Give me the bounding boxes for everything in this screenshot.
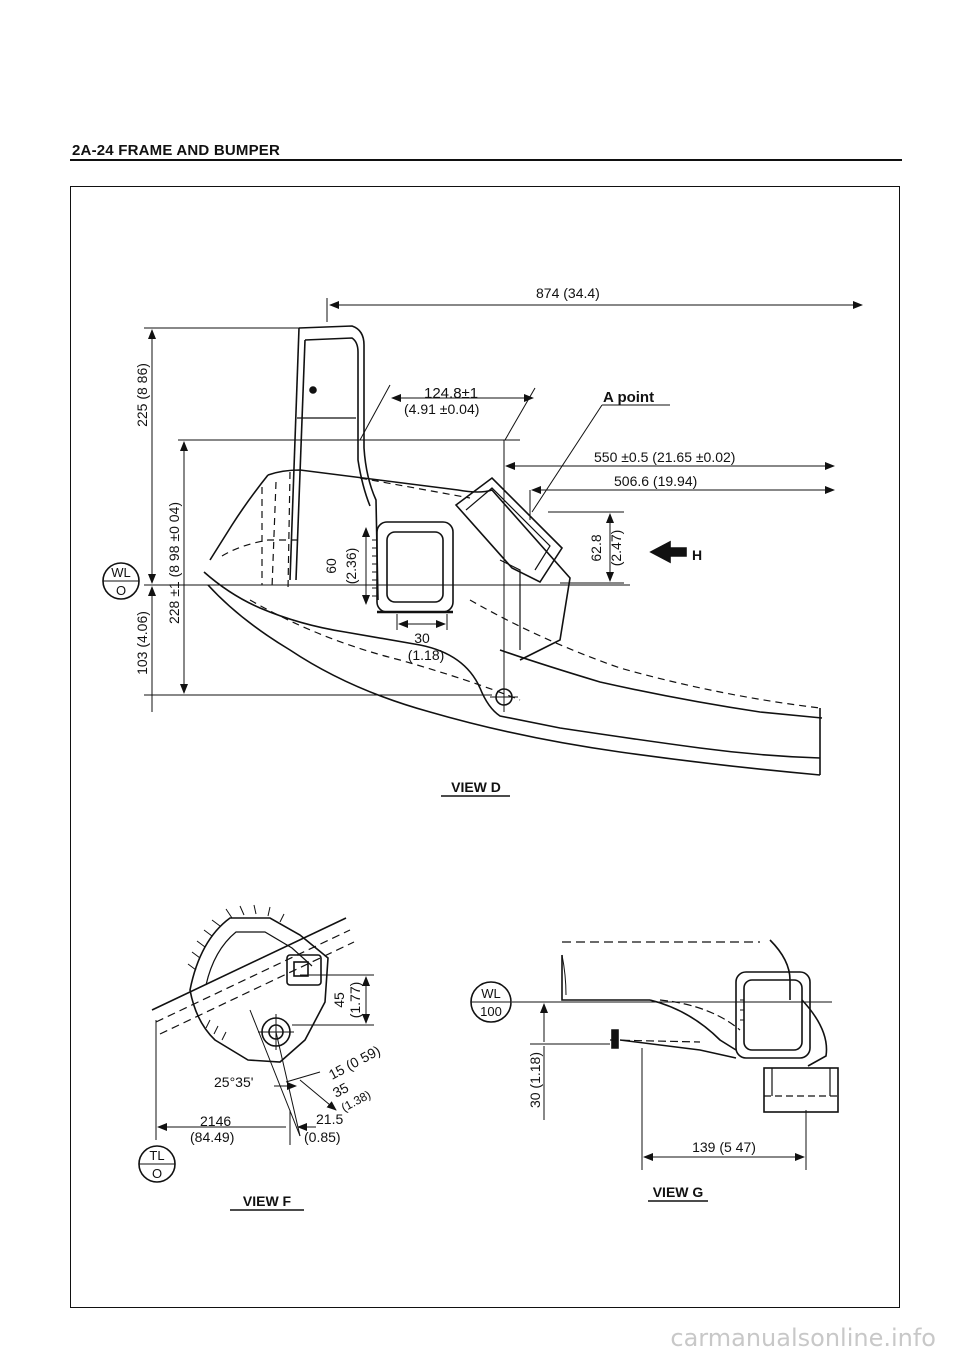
dim-2146: 2146: [200, 1113, 231, 1129]
dim-225: 225 (8 86): [134, 363, 150, 427]
wl-100-label-top: WL: [481, 986, 501, 1001]
header-rule: [70, 159, 902, 161]
dim-21-inches: (0.85): [304, 1129, 341, 1145]
dim-139: 139 (5 47): [692, 1139, 756, 1155]
tl-label-top: TL: [149, 1148, 164, 1163]
dim-506: 506.6 (19.94): [614, 473, 697, 489]
dim-550: 550 ±0.5 (21.65 ±0.02): [594, 449, 735, 465]
dim-45-inches: (1.77): [347, 982, 363, 1019]
dim-15: 15 (0 59): [326, 1042, 383, 1082]
wl-label-bottom: O: [116, 583, 126, 598]
dim-30-inches: (1.18): [408, 647, 445, 663]
dim-60: 60: [323, 558, 339, 574]
tl-label-bottom: O: [152, 1166, 162, 1181]
view-g: [470, 939, 839, 1202]
wl-label-top: WL: [111, 565, 131, 580]
view-g-labels: WL 100 30 (1.18) 139 (5 47) VIEW G: [480, 986, 756, 1200]
a-point-label: A point: [603, 389, 654, 406]
dim-60-inches: (2.36): [343, 548, 359, 585]
dim-2146-inches: (84.49): [190, 1129, 234, 1145]
dim-124: 124.8±1: [424, 385, 478, 402]
angle-label: 25°35': [214, 1074, 253, 1090]
dim-35: 35: [330, 1079, 351, 1101]
arrow-h-label: H: [692, 547, 702, 563]
page-header-title: 2A-24 FRAME AND BUMPER: [72, 142, 281, 159]
dim-124-inches: (4.91 ±0.04): [404, 401, 479, 417]
view-f-label: VIEW F: [243, 1193, 292, 1209]
view-d: [102, 298, 863, 797]
dim-21: 21.5: [316, 1111, 343, 1127]
dim-30-g: 30 (1.18): [527, 1052, 543, 1108]
view-g-label: VIEW G: [653, 1184, 704, 1200]
dim-228: 228 ±1 (8 98 ±0 04): [166, 502, 182, 624]
dim-62-inches: (2.47): [608, 530, 624, 567]
view-f: [138, 904, 374, 1211]
view-d-label: VIEW D: [451, 779, 501, 795]
dim-30: 30: [414, 630, 430, 646]
view-f-labels: 45 (1.77) 15 (0 59) 35 (1.38) 25°35' 214…: [149, 982, 382, 1209]
dim-62: 62.8: [588, 534, 604, 561]
watermark: carmanualsonline.info: [670, 1324, 936, 1352]
dim-103: 103 (4.06): [134, 611, 150, 675]
view-d-labels: 874 (34.4) 124.8±1 (4.91 ±0.04) A point …: [111, 285, 735, 795]
dim-45: 45: [331, 992, 347, 1008]
dim-874: 874 (34.4): [536, 285, 600, 301]
wl-100-label-bottom: 100: [480, 1004, 502, 1019]
diagram-frame: [70, 186, 900, 1308]
